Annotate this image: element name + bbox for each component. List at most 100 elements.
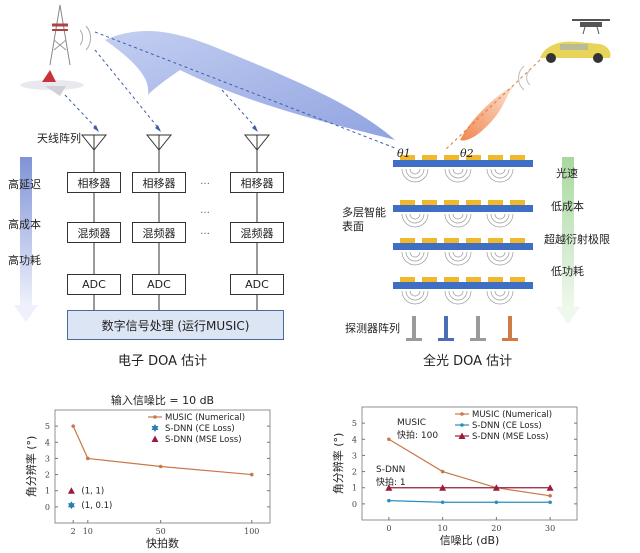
series-line (72, 425, 252, 476)
detector-4 (508, 316, 512, 338)
y-tick-label: 2 (45, 471, 50, 480)
detector-2 (444, 316, 448, 338)
diffraction-wave (401, 168, 429, 183)
diffraction-wave (448, 251, 468, 262)
chart-annotation: 快拍: 100 (397, 429, 438, 441)
electronic-doa-caption: 电子 DOA 估计 (118, 354, 208, 369)
data-point (494, 500, 499, 505)
detector-base-2 (438, 338, 454, 341)
advantage-low-cost: 低成本 (551, 200, 584, 213)
chart-title: 输入信噪比 = 10 dB (111, 393, 214, 407)
meta-atom (444, 200, 459, 205)
meta-atom (488, 200, 503, 205)
chart-annotation: S-DNN (376, 465, 405, 475)
plot-frame (54, 409, 271, 524)
diffraction-wave (401, 213, 429, 228)
diffraction-wave (494, 290, 506, 297)
y-tick-label: 3 (45, 454, 50, 463)
y-tick-label: 0 (352, 500, 357, 509)
y-tick-label: 5 (45, 422, 50, 431)
optical-doa-caption: 全光 DOA 估计 (423, 354, 513, 369)
meta-atom (422, 200, 437, 205)
detector-array-label: 探测器阵列 (345, 322, 400, 335)
legend-entry: S-DNN (CE Loss) (165, 424, 235, 434)
x-tick-label: 10 (438, 524, 448, 533)
dsp-block: 数字信号处理 (运行MUSIC) (67, 310, 284, 340)
diffraction-wave (494, 168, 506, 175)
diffraction-wave (452, 290, 464, 297)
legend-marker (458, 432, 466, 439)
diffraction-wave (486, 290, 514, 305)
point-annotation: (1, 0.1) (81, 501, 112, 511)
detector-3 (476, 316, 480, 338)
diffraction-wave (452, 213, 464, 220)
x-axis-label: 信噪比 (dB) (440, 534, 500, 547)
data-point (387, 498, 391, 503)
mixer-1: 混频器 (67, 222, 121, 243)
diffraction-wave (486, 168, 514, 183)
x-tick-label: 30 (545, 524, 555, 533)
y-tick-label: 4 (45, 438, 50, 447)
diffraction-wave (494, 251, 506, 258)
orange-beam-path (444, 59, 541, 151)
meta-atom (422, 155, 437, 160)
theta1-label: θ1 (397, 147, 411, 160)
theta2-label: θ2 (460, 147, 474, 160)
diffraction-wave (448, 168, 468, 179)
legend-marker (460, 423, 464, 427)
diffraction-wave (405, 290, 425, 301)
y-axis-label: 角分辨率 (°) (331, 433, 345, 495)
diffraction-wave (452, 168, 464, 175)
drawback-arrow (14, 157, 38, 322)
meta-atom (466, 200, 481, 205)
chart-annotation: 快拍: 1 (376, 476, 406, 488)
x-tick-label: 50 (156, 527, 166, 536)
ellipsis: … (200, 176, 211, 187)
airplane-icon (20, 70, 84, 96)
diffraction-wave (444, 290, 472, 305)
mixer-2: 混频器 (132, 222, 186, 243)
advantage-arrow (556, 157, 580, 324)
diffraction-wave (486, 251, 514, 266)
data-point (67, 487, 75, 494)
signal-connectors (93, 192, 258, 310)
data-point (440, 500, 445, 505)
diffraction-wave (409, 290, 421, 297)
orange-signal-beam (460, 85, 515, 141)
diffraction-wave (444, 213, 472, 228)
x-tick-label: 0 (386, 524, 391, 533)
diffraction-wave (452, 251, 464, 258)
legend-entry: S-DNN (CE Loss) (472, 421, 542, 431)
meta-atom (400, 200, 415, 205)
legend-entry: MUSIC (Numerical) (472, 410, 552, 420)
meta-atom (510, 200, 525, 205)
x-tick-label: 2 (71, 527, 76, 536)
data-point (249, 472, 254, 477)
meta-atom (400, 238, 415, 243)
data-point (387, 437, 391, 442)
cell-tower-icon (49, 4, 92, 66)
diffraction-wave (401, 251, 429, 266)
meta-atom (444, 238, 459, 243)
data-point (71, 424, 76, 428)
detector-array (406, 316, 518, 341)
adc-n: ADC (230, 274, 284, 295)
advantage-low-power: 低功耗 (551, 265, 584, 278)
adc-1: ADC (67, 274, 121, 295)
detector-1 (412, 316, 416, 338)
legend-marker (151, 435, 159, 442)
mixer-n: 混频器 (230, 222, 284, 243)
diffraction-wave (486, 213, 514, 228)
legend-entry: MUSIC (Numerical) (165, 413, 245, 423)
meta-atom (510, 238, 525, 243)
meta-atom (422, 277, 437, 282)
drawback-high-latency: 高延迟 (8, 178, 41, 191)
y-axis-label: 角分辨率 (°) (24, 436, 38, 498)
diffraction-wave (444, 251, 472, 266)
drawback-high-cost: 高成本 (8, 218, 41, 231)
diffraction-wave (490, 213, 510, 224)
meta-atom (422, 238, 437, 243)
diffraction-wave (405, 168, 425, 179)
metasurface-layer (393, 205, 533, 212)
